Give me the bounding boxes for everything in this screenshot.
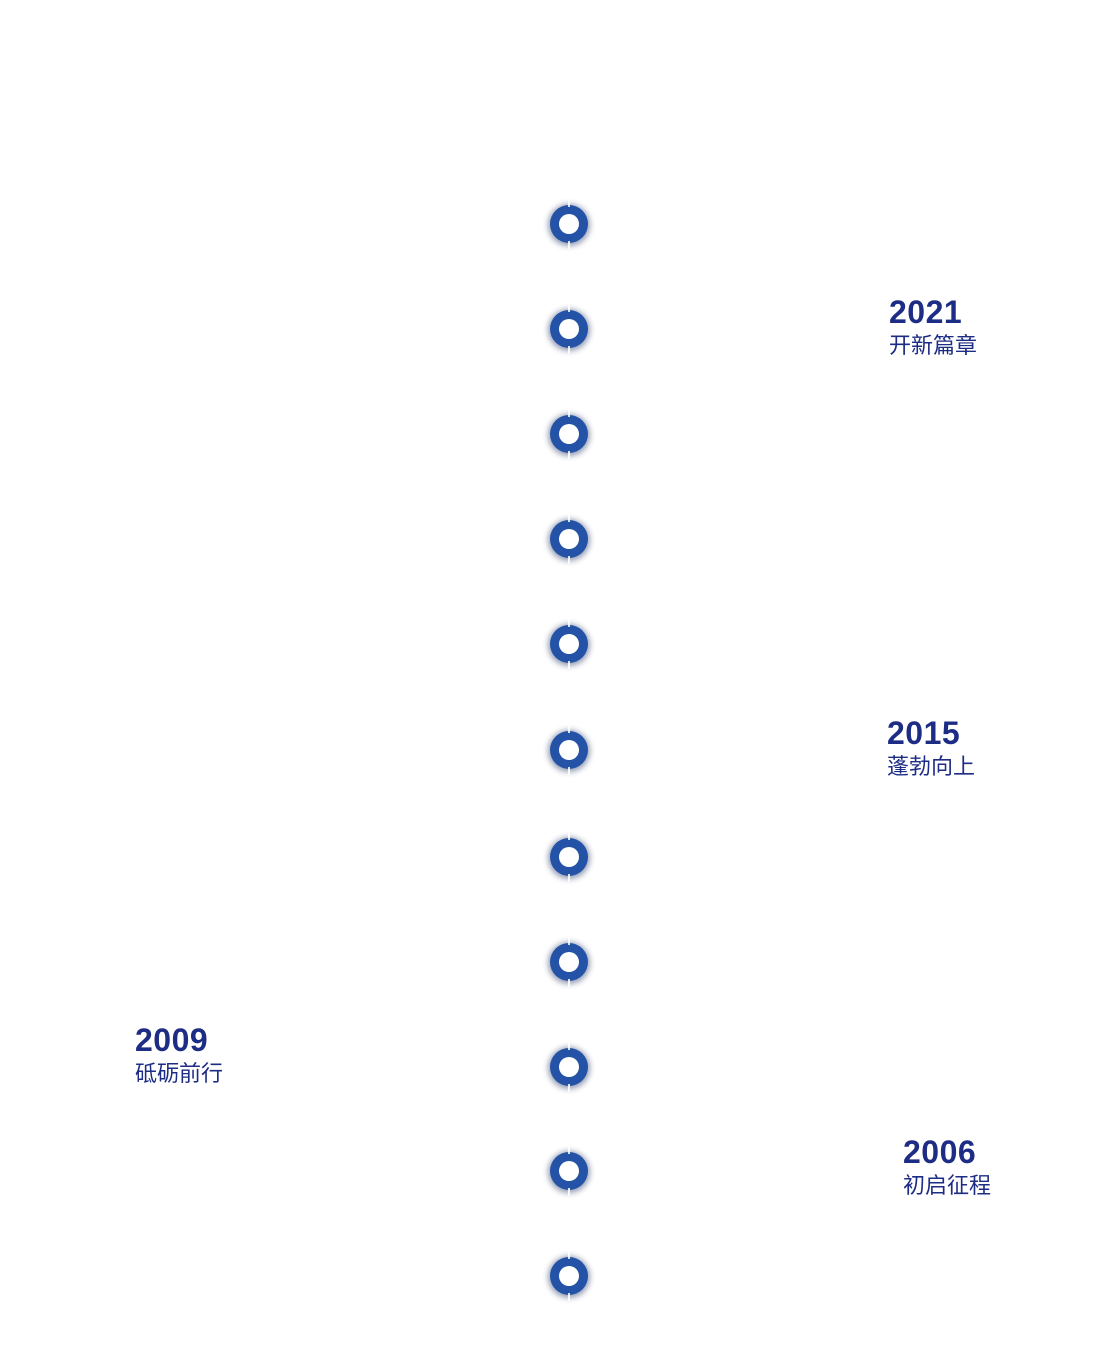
node-tick-bottom [568,346,570,354]
node-center [559,424,579,444]
milestone-2009[interactable]: 2009 砥砺前行 [135,1022,223,1090]
milestone-caption: 开新篇章 [889,334,978,359]
node-center [559,319,579,339]
milestone-year: 2006 [903,1134,977,1170]
node-tick-top [568,832,570,840]
node-tick-bottom [568,661,570,669]
milestone-caption: 初启征程 [903,1174,992,1199]
timeline-node[interactable] [550,514,588,564]
node-tick-bottom [568,979,570,987]
node-tick-bottom [568,1293,570,1301]
milestone-caption: 砥砺前行 [135,1062,224,1087]
milestone-2015[interactable]: 2015 蓬勃向上 [887,715,975,783]
timeline-node[interactable] [550,619,588,669]
timeline-node[interactable] [550,1251,588,1301]
timeline-node[interactable] [550,937,588,987]
node-center [559,214,579,234]
node-center [559,634,579,654]
milestone-2021[interactable]: 2021 开新篇章 [889,294,977,362]
milestone-year: 2021 [889,294,963,330]
timeline-node[interactable] [550,832,588,882]
timeline-node[interactable] [550,1042,588,1092]
node-center [559,1266,579,1286]
node-tick-bottom [568,1084,570,1092]
node-tick-top [568,937,570,945]
node-tick-top [568,619,570,627]
milestone-year: 2009 [135,1022,209,1058]
node-tick-bottom [568,767,570,775]
node-tick-top [568,1146,570,1154]
node-tick-bottom [568,451,570,459]
timeline-node[interactable] [550,409,588,459]
node-tick-top [568,304,570,312]
node-tick-bottom [568,874,570,882]
node-tick-top [568,514,570,522]
milestone-2006[interactable]: 2006 初启征程 [903,1134,991,1202]
timeline-node[interactable] [550,1146,588,1196]
node-center [559,847,579,867]
node-center [559,740,579,760]
node-center [559,1161,579,1181]
node-tick-top [568,1251,570,1259]
milestone-year: 2015 [887,715,961,751]
node-tick-bottom [568,241,570,249]
node-tick-bottom [568,1188,570,1196]
node-tick-top [568,199,570,207]
node-center [559,1057,579,1077]
node-tick-top [568,1042,570,1050]
node-tick-top [568,725,570,733]
node-center [559,952,579,972]
timeline-node[interactable] [550,304,588,354]
timeline-node[interactable] [550,199,588,249]
milestone-caption: 蓬勃向上 [887,755,976,780]
node-tick-bottom [568,556,570,564]
timeline-node[interactable] [550,725,588,775]
node-tick-top [568,409,570,417]
node-center [559,529,579,549]
